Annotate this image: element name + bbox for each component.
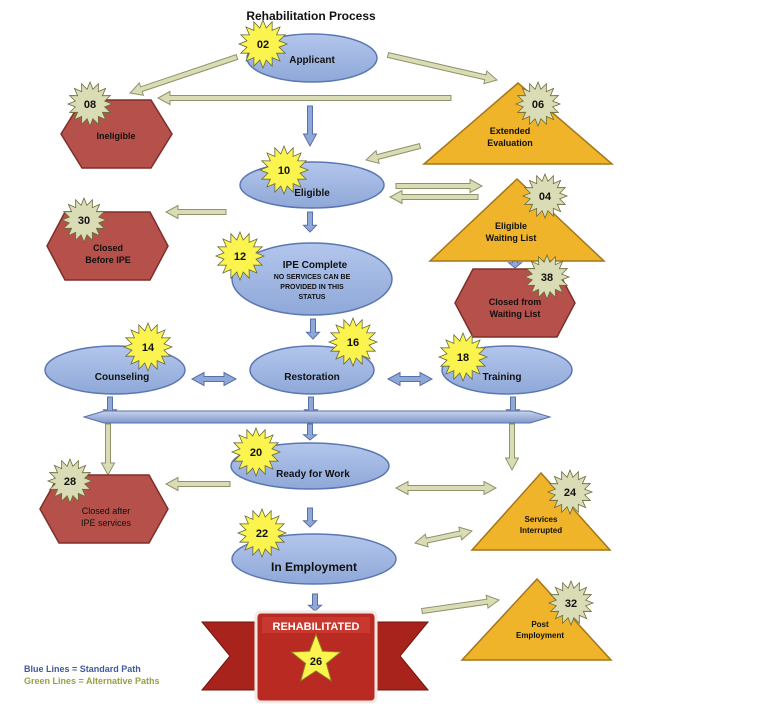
in-employment-code: 22	[256, 528, 268, 540]
applicant-to-eligible-arrow	[302, 105, 318, 148]
band-to-closed-after-ipe-arrow	[100, 423, 116, 477]
post-employment-triangle	[460, 577, 613, 661]
waiting-list-to-eligible-arrow	[388, 189, 479, 205]
rehabilitated-code: 26	[310, 656, 322, 668]
ipe-complete-code-badge: 12	[214, 230, 266, 282]
ipe-complete-to-restoration-arrow	[305, 318, 321, 340]
diagram-title: Rehabilitation Process	[246, 9, 376, 23]
restoration-ellipse	[249, 345, 375, 395]
closed-from-waiting-list-label-line1: Closed from	[489, 297, 542, 307]
services-interrupted-label-line2: Interrupted	[520, 526, 562, 535]
band-to-ready-for-work-arrow	[302, 423, 318, 441]
ipe-complete-note-line1: NO SERVICES CAN BE	[274, 274, 351, 281]
eligible-waiting-list-triangle	[428, 177, 606, 262]
applicant-to-ineligible-arrow	[129, 53, 239, 96]
ready-for-work-code-badge: 20	[230, 426, 282, 478]
eligible-to-waiting-list-arrow	[395, 178, 484, 194]
closed-before-ipe-code-badge: 30	[60, 196, 108, 244]
ipe-complete-code: 12	[234, 251, 246, 263]
extended-evaluation-label-line2: Evaluation	[487, 138, 533, 148]
post-employment-code-badge: 32	[547, 579, 595, 627]
legend-standard-path: Blue Lines = Standard Path	[24, 664, 141, 674]
eligible-code: 10	[278, 165, 290, 177]
eligible-waiting-list-label-line1: Eligible	[495, 221, 527, 231]
eligible-to-closed-before-ipe-arrow	[164, 204, 227, 220]
eligible-waiting-list-code-badge: 04	[521, 172, 569, 220]
eligible-waiting-list-code: 04	[539, 191, 552, 203]
counseling-label: Counseling	[95, 372, 149, 383]
ineligible-code-badge: 08	[66, 80, 114, 128]
closed-before-ipe-code: 30	[78, 215, 90, 227]
post-employment-code: 32	[565, 598, 577, 610]
training-code-badge: 18	[437, 331, 489, 383]
in-employment-services-interrupted-arrow	[413, 526, 474, 548]
counseling-code: 14	[142, 342, 155, 354]
in-employment-to-rehabilitated-arrow	[307, 593, 323, 612]
closed-after-ipe-services-code-badge: 28	[46, 457, 94, 505]
restoration-label: Restoration	[284, 372, 340, 383]
in-employment-label: In Employment	[271, 560, 357, 574]
applicant-label: Applicant	[289, 55, 335, 66]
extended-evaluation-code: 06	[532, 99, 544, 111]
ipe-complete-label: IPE Complete	[283, 260, 348, 271]
closed-after-ipe-services-label-line1: Closed after	[82, 506, 131, 516]
closed-from-waiting-list-code: 38	[541, 272, 553, 284]
ineligible-label: Ineligible	[96, 131, 135, 141]
status-code-badges: 02 08 06 10 30 04 12 38 14 16 18 20 28 24 22 32 26	[46, 18, 595, 683]
ready-for-work-label: Ready for Work	[276, 469, 350, 480]
eligible-code-badge: 10	[258, 144, 310, 196]
restoration-code: 16	[347, 337, 359, 349]
ipe-complete-ellipse	[231, 242, 393, 316]
eligible-waiting-list-label-line2: Waiting List	[486, 233, 537, 243]
closed-after-ipe-services-label-line2: IPE services	[81, 518, 132, 528]
ready-for-work-code: 20	[250, 447, 262, 459]
connector-arrows	[100, 52, 523, 615]
restoration-training-arrow	[386, 371, 434, 387]
services-interrupted-label-line1: Services	[525, 515, 558, 524]
closed-from-waiting-list-label-line2: Waiting List	[490, 309, 541, 319]
evaluation-to-ineligible-arrow	[156, 90, 452, 106]
ipe-complete-note-line2: PROVIDED IN THIS	[280, 284, 344, 291]
rehabilitated-star-icon: 26	[289, 632, 343, 683]
eligible-ellipse	[239, 161, 385, 209]
evaluation-to-eligible-arrow	[364, 142, 422, 164]
eligible-label: Eligible	[294, 188, 330, 199]
closed-after-ipe-services-code: 28	[64, 476, 76, 488]
ipe-complete-note-line3: STATUS	[299, 294, 326, 301]
legend-alternative-paths: Green Lines = Alternative Paths	[24, 676, 160, 686]
services-interrupted-code-badge: 24	[546, 468, 594, 516]
restoration-code-badge: 16	[327, 316, 379, 368]
band-to-services-interrupted-arrow	[504, 423, 520, 472]
services-interrupted-triangle	[470, 471, 612, 551]
extended-evaluation-label-line1: Extended	[490, 126, 531, 136]
distribution-band	[82, 410, 552, 424]
counseling-code-badge: 14	[122, 321, 174, 373]
in-employment-code-badge: 22	[236, 507, 288, 559]
eligible-to-ipe-complete-arrow	[302, 211, 318, 233]
closed-before-ipe-label-line1: Closed	[93, 243, 123, 253]
applicant-code-badge: 02	[237, 18, 289, 70]
ineligible-code: 08	[84, 99, 96, 111]
closed-before-ipe-label-line2: Before IPE	[85, 255, 131, 265]
counseling-restoration-arrow	[190, 371, 238, 387]
applicant-to-extended-evaluation-arrow	[386, 52, 499, 85]
closed-from-waiting-list-code-badge: 38	[523, 253, 571, 301]
post-employment-label-line1: Post	[531, 620, 549, 629]
ready-for-work-services-interrupted-arrow	[394, 480, 498, 496]
extended-evaluation-triangle	[421, 82, 615, 165]
rehabilitated-label: REHABILITATED	[273, 621, 360, 633]
rehabilitated-to-post-employment-arrow	[421, 594, 501, 615]
applicant-code: 02	[257, 39, 269, 51]
post-employment-label-line2: Employment	[516, 631, 564, 640]
extended-evaluation-code-badge: 06	[514, 80, 562, 128]
ready-for-work-to-in-employment-arrow	[302, 507, 318, 528]
training-label: Training	[483, 372, 522, 383]
services-interrupted-code: 24	[564, 487, 577, 499]
ready-for-work-to-closed-arrow	[164, 476, 231, 492]
training-code: 18	[457, 352, 469, 364]
